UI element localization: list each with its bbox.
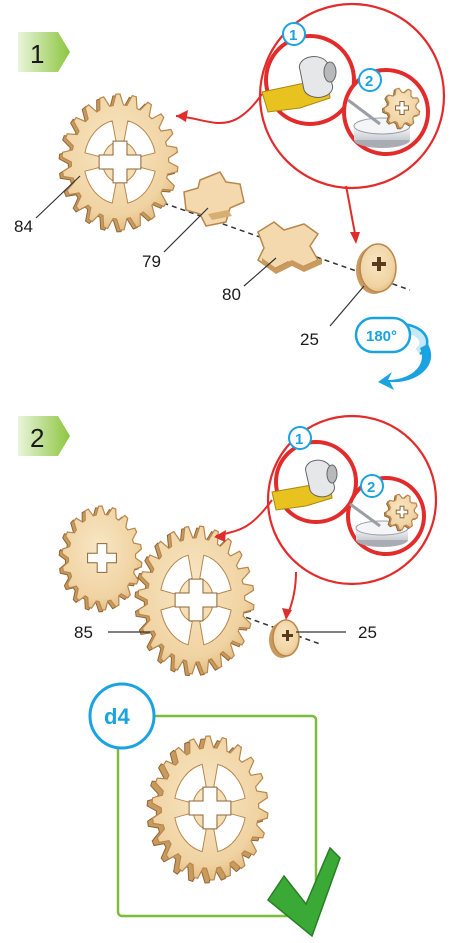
label-25: 25 bbox=[300, 330, 319, 349]
gear-back bbox=[59, 506, 142, 612]
part-25-step2 bbox=[269, 620, 299, 658]
step-badge-1: 1 bbox=[18, 32, 70, 72]
part-80 bbox=[258, 222, 322, 274]
assembled-gear bbox=[147, 736, 268, 883]
part-79 bbox=[184, 172, 244, 226]
result-d4: d4 bbox=[90, 684, 340, 936]
checkmark-icon bbox=[268, 848, 340, 936]
step-number-1: 1 bbox=[30, 39, 44, 69]
result-badge: d4 bbox=[104, 704, 130, 729]
sub-step-1-number-2: 1 bbox=[295, 431, 303, 448]
label-80: 80 bbox=[222, 285, 241, 304]
gear-85 bbox=[135, 526, 254, 675]
part-25 bbox=[356, 244, 396, 294]
rotate-180-badge: 180° bbox=[356, 318, 431, 390]
step-badge-2: 2 bbox=[18, 416, 70, 456]
gear-84 bbox=[59, 94, 178, 232]
label-84: 84 bbox=[14, 217, 33, 236]
label-85: 85 bbox=[74, 623, 93, 642]
rotate-180-text: 180° bbox=[366, 328, 397, 345]
step-number-2: 2 bbox=[30, 423, 44, 453]
sub-step-2-number: 2 bbox=[365, 73, 373, 90]
step-1: 1 84 79 80 25 bbox=[14, 4, 444, 390]
label-25-step2: 25 bbox=[358, 623, 377, 642]
sub-step-2-number-2: 2 bbox=[367, 479, 375, 496]
sub-step-1-number: 1 bbox=[289, 27, 297, 44]
step-2: 2 85 25 1 bbox=[18, 416, 436, 676]
label-79: 79 bbox=[142, 252, 161, 271]
